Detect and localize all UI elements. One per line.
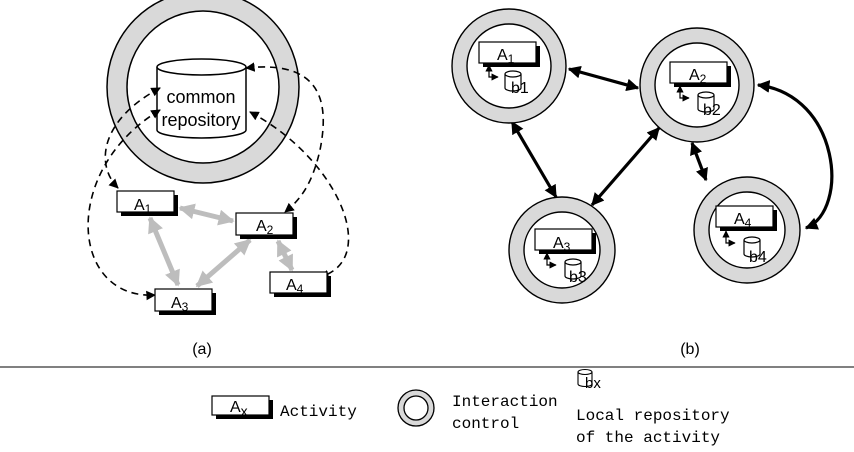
- repository-label-repository: repository: [161, 110, 240, 130]
- svg-text:A1: A1: [134, 197, 152, 216]
- local-repo-b3: b3: [564, 258, 587, 286]
- diagram-a: common repository A1 A2: [87, 0, 350, 358]
- node-b-a3: A3 b3: [508, 196, 616, 304]
- svg-text:A4: A4: [734, 211, 752, 230]
- activity-a1-subscript: 1: [145, 202, 152, 216]
- arrow-b-a1-a2: [567, 65, 640, 92]
- local-repo-b1: b1: [504, 70, 529, 97]
- legend-repo-line2: of the activity: [576, 429, 720, 447]
- activity-a1-letter: A: [134, 197, 145, 214]
- legend-activity-sub: x: [241, 403, 248, 419]
- activity-a3-letter: A: [171, 295, 182, 312]
- activity-a4: A4: [269, 271, 331, 297]
- svg-text:A2: A2: [256, 218, 274, 237]
- caption-a: (a): [192, 341, 212, 358]
- repository-label-common: common: [166, 87, 235, 107]
- gray-arrow-a3-a2: [195, 238, 252, 288]
- diagram-b: A1 b1 A2 b2: [451, 8, 834, 358]
- svg-text:A4: A4: [286, 277, 304, 296]
- node-b-a3-subscript: 3: [564, 240, 571, 254]
- dashed-link-a1: [104, 87, 161, 189]
- legend-repo-line1: Local repository: [576, 407, 730, 425]
- node-b-a1-letter: A: [497, 47, 508, 64]
- local-repo-b2-label: b2: [703, 102, 721, 119]
- svg-text:Ax: Ax: [230, 399, 248, 419]
- activity-a3-subscript: 3: [182, 300, 189, 314]
- dashed-connections-a: [87, 62, 350, 301]
- svg-text:A1: A1: [497, 47, 515, 66]
- legend: Ax Activity Interaction control bx Local…: [211, 368, 730, 447]
- legend-interaction-line2: control: [452, 415, 519, 433]
- gray-arrow-a1-a3: [147, 216, 181, 287]
- legend-repo-symbol: bx: [577, 368, 601, 392]
- local-repo-b4: b4: [743, 236, 767, 266]
- gray-arrows-a: [147, 203, 295, 288]
- legend-activity-letter: A: [230, 399, 241, 416]
- activity-a2-subscript: 2: [267, 223, 274, 237]
- activity-a3: A3: [154, 288, 216, 315]
- legend-repo-label: bx: [585, 375, 601, 392]
- arrow-b-a3-a2: [590, 126, 661, 207]
- local-repo-b2: b2: [697, 91, 721, 119]
- node-b-a2: A2 b2: [639, 27, 755, 143]
- node-b-a4: A4 b4: [693, 176, 801, 284]
- dashed-link-a3: [87, 109, 161, 301]
- node-b-a4-subscript: 4: [745, 216, 752, 230]
- legend-activity-label: Activity: [280, 403, 357, 421]
- node-b-a1: A1 b1: [451, 8, 567, 124]
- arrow-b-a1-a3: [510, 120, 558, 199]
- caption-b: (b): [680, 341, 700, 358]
- svg-text:A3: A3: [171, 295, 189, 314]
- node-b-a2-subscript: 2: [700, 72, 707, 86]
- gray-arrow-a2-a4: [275, 239, 295, 272]
- legend-interaction-symbol: [397, 389, 435, 427]
- gray-arrow-a1-a2: [178, 203, 235, 226]
- node-b-a1-subscript: 1: [508, 52, 515, 66]
- local-repo-b4-label: b4: [749, 249, 767, 266]
- legend-activity-symbol: Ax: [211, 395, 273, 419]
- arrow-b-a2-a4: [690, 141, 708, 182]
- svg-text:A2: A2: [689, 67, 707, 86]
- legend-interaction-line1: Interaction: [452, 393, 558, 411]
- local-repo-b1-label: b1: [511, 80, 529, 97]
- activity-a2: A2: [235, 212, 297, 239]
- common-repository: common repository: [156, 58, 247, 139]
- dashed-link-a4: [249, 111, 350, 280]
- arrow-b-a2-a4-curve: [756, 80, 834, 230]
- node-b-a2-letter: A: [689, 67, 700, 84]
- activity-a1: A1: [116, 190, 178, 216]
- node-b-a4-letter: A: [734, 211, 745, 228]
- local-repo-b3-label: b3: [569, 269, 587, 286]
- black-arrows-b: [510, 65, 834, 230]
- svg-text:A3: A3: [553, 235, 571, 254]
- activity-a2-letter: A: [256, 218, 267, 235]
- node-b-a3-letter: A: [553, 235, 564, 252]
- activity-a4-subscript: 4: [297, 282, 304, 296]
- activity-a4-letter: A: [286, 277, 297, 294]
